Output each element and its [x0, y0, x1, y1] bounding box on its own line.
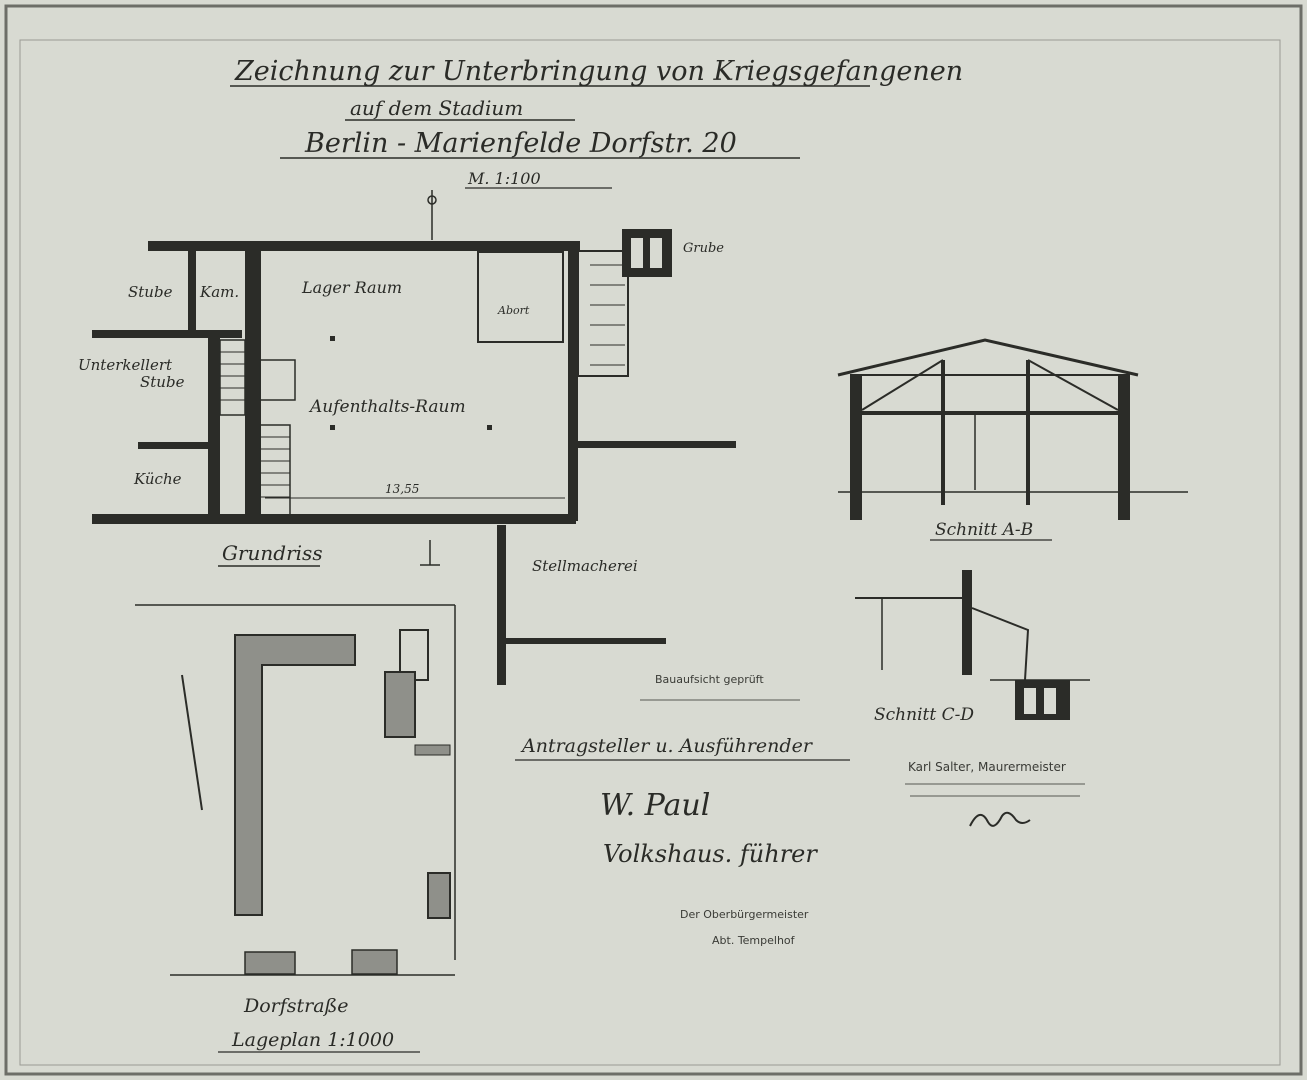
- annex-right: [577, 250, 629, 377]
- label-street: Dorfstraße: [243, 995, 349, 1017]
- title-scale: M. 1:100: [467, 169, 541, 188]
- label-kueche: Küche: [133, 470, 182, 488]
- label-lagerraum: Lager Raum: [301, 278, 402, 297]
- abort-inner-2: [650, 238, 662, 268]
- wall-stellmacherei: [497, 525, 506, 685]
- label-section-ab: Schnitt A-B: [935, 520, 1033, 540]
- stair-upper-treads: [220, 351, 245, 401]
- stair-lower: [259, 424, 291, 516]
- signature-name: W. Paul: [600, 788, 710, 823]
- cd-pit: [1015, 680, 1070, 720]
- wall-kitchen-top: [138, 442, 220, 449]
- wall-main-right: [568, 241, 578, 521]
- north-arrow-icon: [427, 190, 437, 240]
- stair-upper: [219, 339, 246, 416]
- building-b: [384, 671, 416, 738]
- wall-left-upper: [188, 241, 196, 333]
- label-grube: Grube: [683, 241, 724, 256]
- label-kammer: Kam.: [199, 283, 239, 301]
- label-aufenthaltsraum: Aufenthalts-Raum: [308, 397, 466, 417]
- builder-signature-mark: [969, 811, 1031, 827]
- drawing-frame: [19, 39, 1281, 1066]
- signature-title: Volkshaus. führer: [603, 840, 818, 868]
- cd-pit-inner-2: [1044, 688, 1056, 714]
- title-line1: Zeichnung zur Unterbringung von Kriegsge…: [234, 56, 963, 87]
- brace-2: [1027, 359, 1119, 411]
- stamp-bottom-1: Der Oberbürgermeister: [680, 908, 809, 921]
- builder-stamp: Karl Salter, Maurermeister: [908, 760, 1066, 774]
- label-dimension: 13,55: [385, 482, 419, 496]
- paper-border: [4, 4, 1303, 1076]
- site-plan: Dorfstraße Lageplan 1:1000: [135, 604, 456, 1053]
- label-site-plan: Lageplan 1:1000: [231, 1029, 394, 1051]
- section-mark-icon: [420, 540, 440, 566]
- abort-block: [622, 229, 672, 277]
- cd-wall: [962, 570, 972, 675]
- approval-block: Bauaufsicht geprüft Antragsteller u. Aus…: [515, 673, 1085, 947]
- label-stellmacherei: Stellmacherei: [532, 557, 638, 575]
- section-wall-left: [850, 375, 862, 520]
- title-line2: auf dem Stadium: [350, 96, 523, 120]
- section-ab: Schnitt A-B: [837, 338, 1188, 541]
- wall-right-ext: [578, 441, 736, 448]
- building-c: [414, 744, 451, 756]
- inner-room: [477, 251, 564, 343]
- building-e: [244, 951, 296, 975]
- wall-kitchen-right: [208, 338, 220, 520]
- building-d: [427, 872, 451, 919]
- label-section-cd: Schnitt C-D: [874, 705, 974, 725]
- label-abort: Abort: [497, 304, 530, 317]
- floor-plan: Stube Kam. Lager Raum Unterkellert Stube…: [78, 190, 736, 685]
- wall-kammer-divider: [245, 251, 261, 521]
- brace-1: [861, 359, 944, 411]
- annex-stair-treads: [590, 264, 625, 366]
- label-applicant: Antragsteller u. Ausführender: [520, 735, 814, 757]
- wall-bottom: [92, 514, 576, 524]
- barracks-l-shape: [234, 634, 356, 916]
- stair-landing: [259, 359, 296, 401]
- wall-stube-bottom: [92, 330, 242, 338]
- columns: [330, 336, 492, 430]
- section-wall-right: [1118, 375, 1130, 520]
- label-grundriss: Grundriss: [222, 541, 323, 565]
- abort-inner-1: [631, 238, 643, 268]
- stamp-bottom-2: Abt. Tempelhof: [712, 934, 796, 947]
- site-arrow: [181, 674, 203, 811]
- section-cd: Schnitt C-D: [855, 570, 1090, 725]
- label-stube2: Stube: [140, 373, 185, 391]
- label-stube: Stube: [128, 283, 173, 301]
- title-line3: Berlin - Marienfelde Dorfstr. 20: [304, 128, 737, 159]
- stair-lower-treads: [260, 436, 290, 498]
- wall-top: [148, 241, 580, 251]
- stamp-top: Bauaufsicht geprüft: [655, 673, 764, 686]
- building-f: [351, 949, 398, 975]
- label-unterkellert: Unterkellert: [78, 356, 173, 374]
- cd-pit-inner-1: [1024, 688, 1036, 714]
- cd-roof: [971, 607, 1030, 681]
- wall-stellmacherei-bottom: [506, 638, 666, 644]
- roof-outline: [837, 338, 1139, 377]
